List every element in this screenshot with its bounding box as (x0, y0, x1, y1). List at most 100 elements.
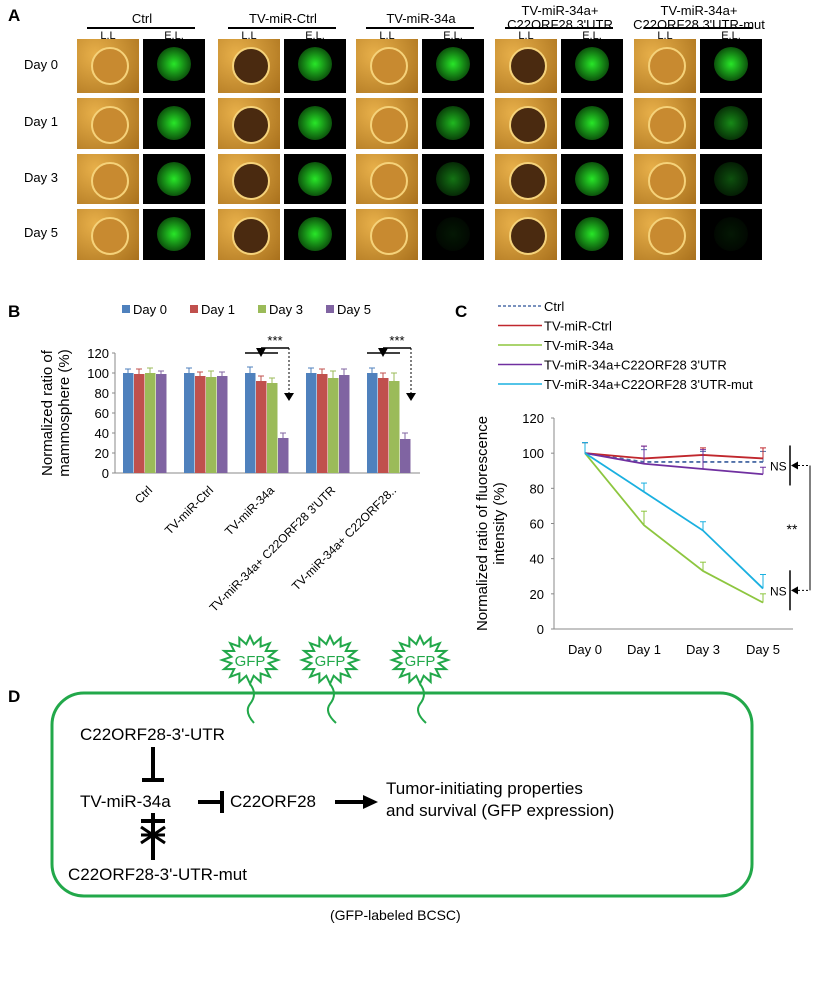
mammosphere (509, 162, 547, 200)
mammosphere (370, 217, 408, 255)
arrowhead (378, 348, 388, 357)
bar (206, 377, 217, 473)
gfp-signal (157, 162, 191, 196)
x-tick-label: Day 1 (627, 642, 661, 657)
gfp-signal (575, 106, 609, 140)
significance-label: *** (389, 333, 404, 348)
legend-label: TV-miR-Ctrl (544, 319, 612, 334)
bar (245, 373, 256, 473)
gfp-signal (714, 162, 748, 196)
mammosphere (648, 47, 686, 85)
gfp-signal (298, 47, 332, 81)
series-line (584, 452, 764, 604)
bar (184, 373, 195, 473)
series-line (584, 452, 764, 590)
bright-field-image (495, 154, 557, 204)
gfp-signal (298, 106, 332, 140)
y-tick-label: 40 (95, 426, 109, 441)
cell-membrane (50, 691, 754, 898)
gfp-label: GFP (235, 653, 266, 670)
y-tick-label: 0 (537, 622, 544, 637)
bar (195, 376, 206, 473)
bright-field-image (77, 39, 139, 93)
bright-field-image (218, 209, 280, 260)
caption: (GFP-labeled BCSC) (330, 907, 461, 923)
fluorescence-image (284, 98, 346, 149)
mammosphere (91, 217, 129, 255)
group-underline (505, 27, 613, 29)
bar (217, 376, 228, 473)
x-tick-label: TV-miR-34a (222, 483, 277, 538)
gfp-label: GFP (315, 653, 346, 670)
gfp-signal (714, 217, 748, 251)
fluorescence-image (422, 39, 484, 93)
gfp-signal (157, 47, 191, 81)
bar (317, 374, 328, 473)
legend-swatch (258, 305, 266, 313)
y-tick-label: 100 (522, 446, 544, 461)
arrowhead (791, 586, 798, 595)
y-tick-label: 100 (87, 366, 109, 381)
gfp-signal (298, 217, 332, 251)
fluorescence-image (422, 98, 484, 149)
fluorescence-image (561, 209, 623, 260)
gfp-star-icon (388, 633, 452, 687)
significance-label: *** (267, 333, 282, 348)
gfp-signal (298, 162, 332, 196)
gfp-anchor (417, 683, 427, 724)
mammosphere (648, 217, 686, 255)
x-tick-label: TV-miR-Ctrl (162, 483, 216, 537)
y-tick-label: 120 (87, 346, 109, 361)
legend-label: Day 0 (133, 302, 167, 317)
bright-field-image (218, 154, 280, 204)
mammosphere (370, 47, 408, 85)
ns-label: NS (770, 459, 787, 473)
panel-letter: D (8, 687, 20, 706)
fluorescence-image (422, 209, 484, 260)
legend-label: Day 3 (269, 302, 303, 317)
bar (328, 378, 339, 473)
y-tick-label: 20 (530, 587, 544, 602)
y-tick-label: 20 (95, 446, 109, 461)
y-tick-label: 120 (522, 411, 544, 426)
mammosphere (509, 106, 547, 144)
x-tick-label: Ctrl (132, 483, 155, 506)
gfp-label: GFP (405, 653, 436, 670)
gfp-signal (157, 106, 191, 140)
legend-label: TV-miR-34a (544, 338, 614, 353)
arrowhead (406, 393, 416, 401)
bar (378, 378, 389, 473)
gfp-signal (714, 106, 748, 140)
bright-field-image (495, 209, 557, 260)
y-axis-label: intensity (%) (491, 482, 508, 565)
fluorescence-image (143, 154, 205, 204)
gfp-signal (436, 47, 470, 81)
gene-label: C22ORF28 (230, 792, 316, 811)
cross-icon (140, 825, 166, 845)
panel-letter: B (8, 302, 20, 321)
group-title-line: TV-miR-34a+ (521, 3, 599, 18)
bright-field-image (356, 39, 418, 93)
mammosphere (370, 162, 408, 200)
bar (389, 381, 400, 473)
bar (134, 374, 145, 473)
group-title: TV-miR-34a (336, 12, 506, 26)
arrowhead (284, 393, 294, 401)
significance-label: ** (787, 521, 798, 537)
bright-field-image (634, 209, 696, 260)
mammosphere (91, 47, 129, 85)
fluorescence-image (700, 39, 762, 93)
mammosphere (232, 217, 270, 255)
legend-label: Ctrl (544, 299, 564, 314)
x-tick-label: Day 0 (568, 642, 602, 657)
fluorescence-image (143, 98, 205, 149)
x-tick-label: TV-miR-34a+ C22ORF28 3'UTR (207, 483, 339, 615)
x-tick-label: TV-miR-34a+ C22ORF28.. (289, 483, 399, 593)
fluorescence-image (700, 98, 762, 149)
bright-field-image (495, 39, 557, 93)
y-tick-label: 80 (530, 481, 544, 496)
group-title: Ctrl (57, 12, 227, 26)
group-title-line: TV-miR-34a (386, 11, 456, 26)
